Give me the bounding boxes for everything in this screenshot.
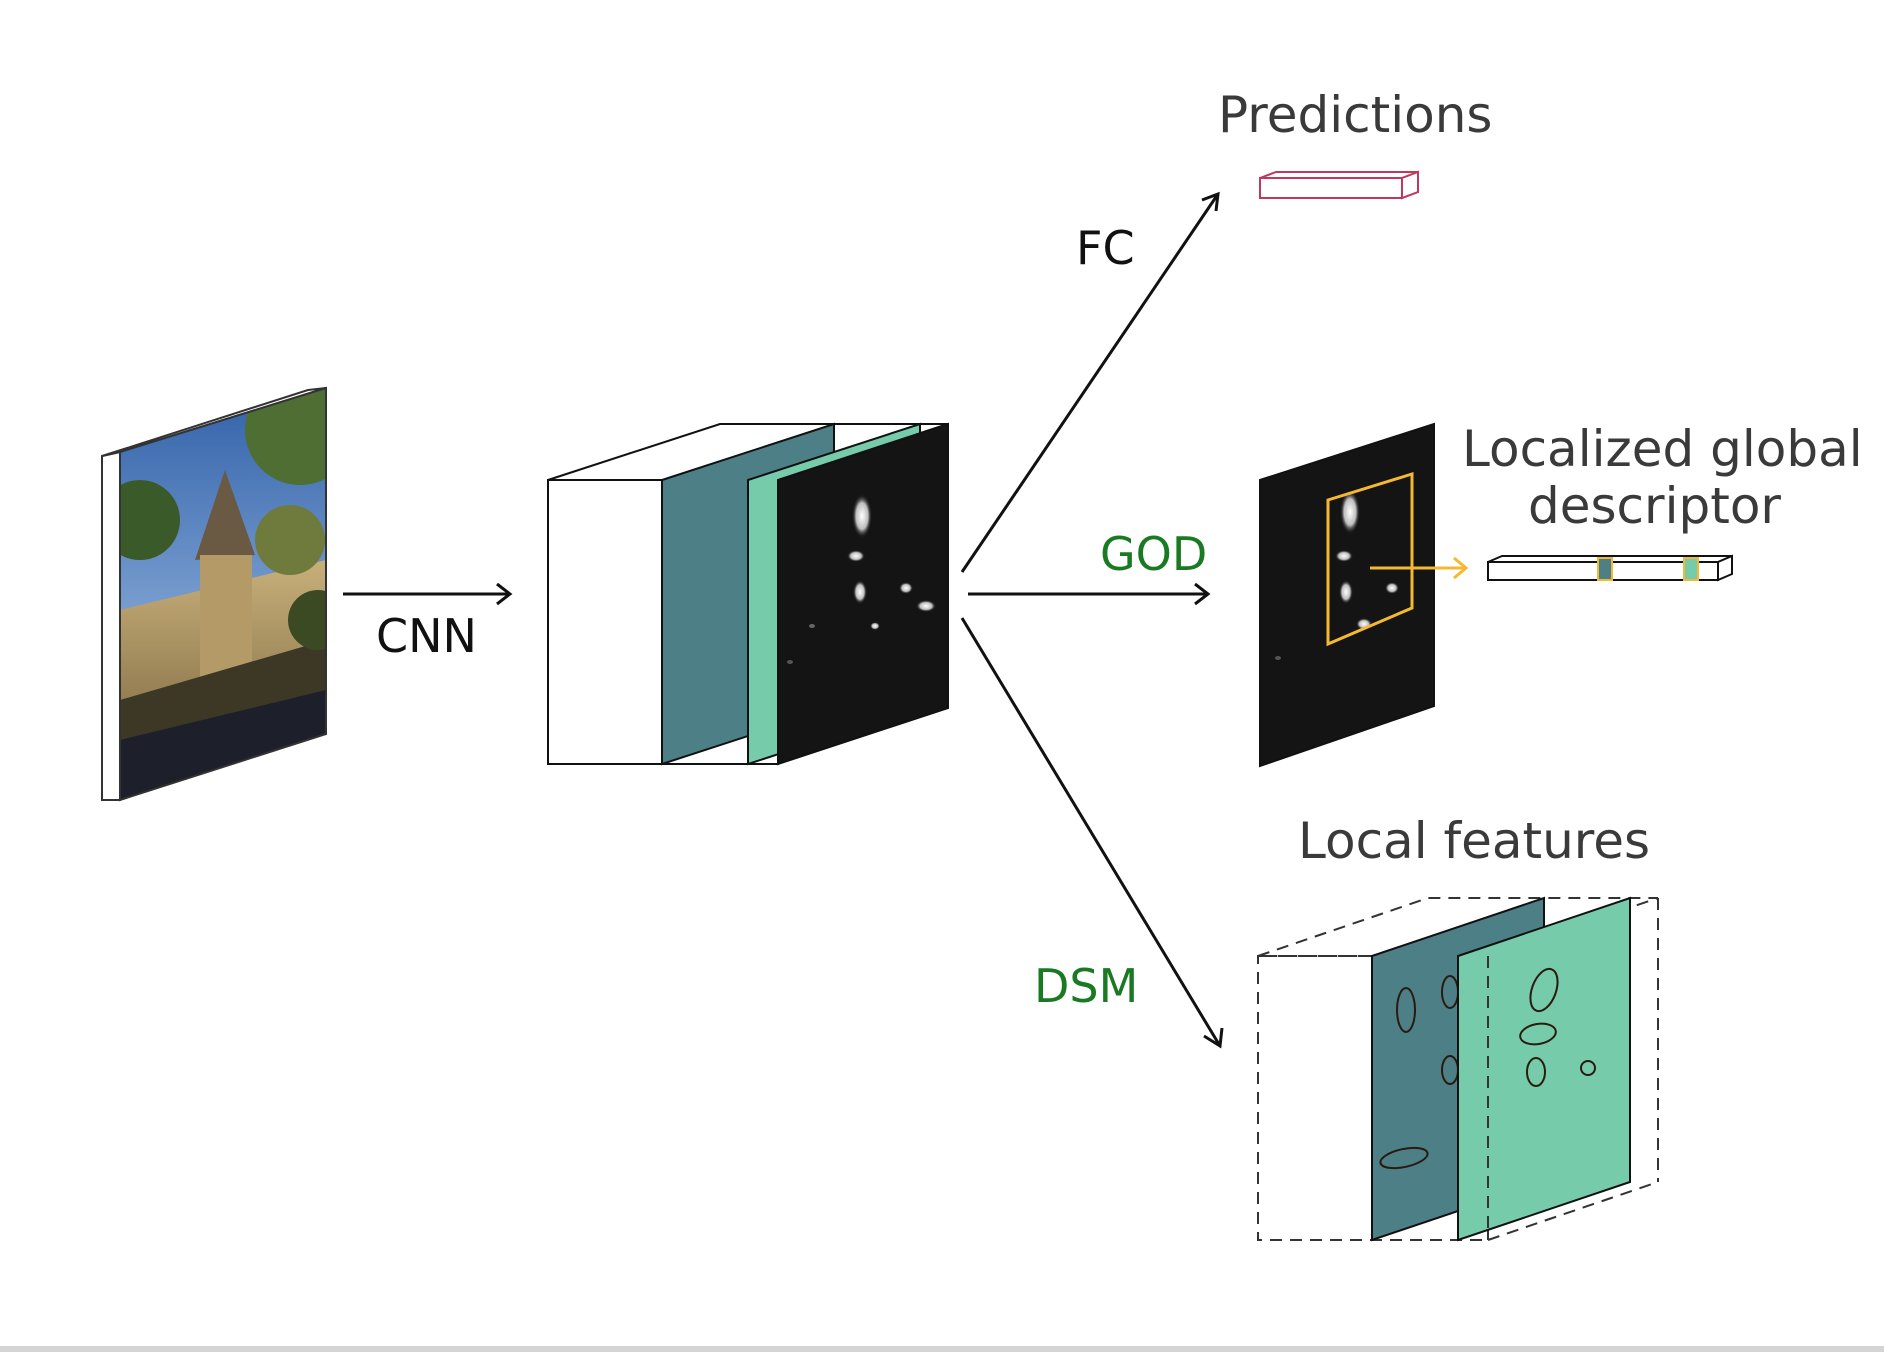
localized-descriptor-vector [1487,554,1733,582]
local-features-block [1257,896,1659,1242]
fc-arrow [960,191,1220,573]
image-border [119,386,327,802]
keypoints-dark [1379,975,1459,1170]
predictions-title: Predictions [1218,86,1492,144]
prediction-vector [1259,170,1419,200]
localized-title-line1: Localized global [1462,420,1863,478]
cnn-label: CNN [376,609,477,663]
dsm-arrow [960,617,1224,1049]
image-frame-side [101,450,121,801]
input-image [101,386,327,802]
activation-blobs [787,494,936,664]
localized-region-box [1326,471,1414,647]
cnn-arrow [343,582,513,606]
god-label: GOD [1100,527,1207,581]
god-activation-map [1259,422,1435,768]
highlight-arrow [1370,556,1469,580]
god-arrow [968,582,1211,606]
localized-title-line2: descriptor [1528,477,1781,535]
keypoints-light [1519,967,1596,1087]
building-photo [120,388,326,800]
local-features-title: Local features [1298,812,1650,870]
descriptor-segment-dark [1597,557,1613,581]
fc-label: FC [1076,221,1135,275]
bottom-scroll-bar [0,1346,1884,1352]
descriptor-segment-light [1683,557,1699,581]
feature-block [547,422,949,766]
dsm-label: DSM [1034,959,1138,1013]
